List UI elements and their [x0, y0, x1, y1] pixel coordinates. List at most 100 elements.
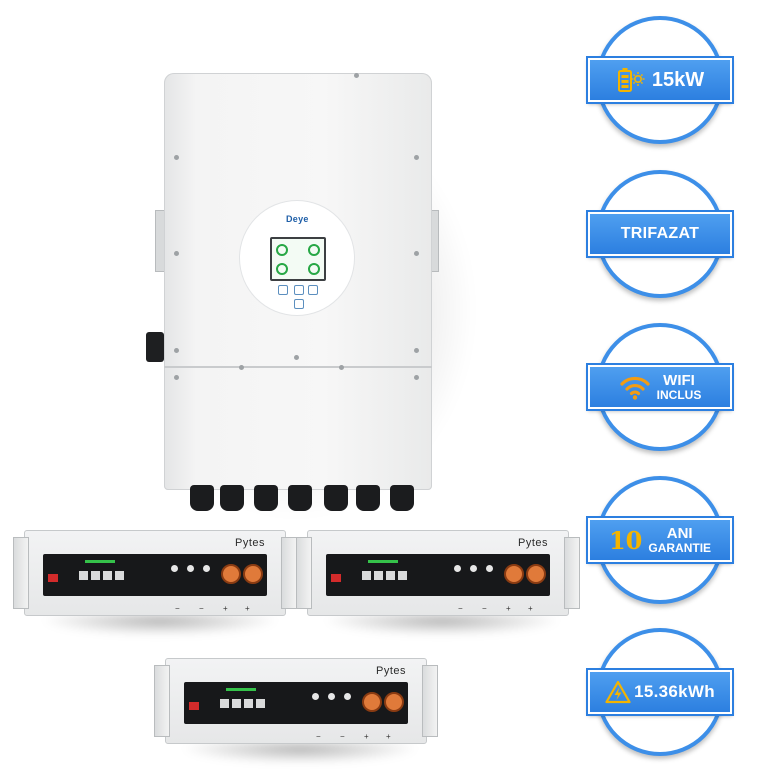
inverter-keys: [278, 285, 318, 311]
battery-brand: Pytes: [375, 665, 406, 677]
screw: [174, 348, 179, 353]
badge-capacity: 15.36kWh: [588, 628, 732, 756]
terminal-label: +: [364, 732, 369, 741]
power-port: [312, 693, 319, 700]
warning-bolt-icon: [605, 680, 631, 704]
battery-module-1: Pytes − − + +: [13, 530, 297, 616]
rack-ear-right: [422, 665, 438, 737]
battery-module-2: Pytes − − + +: [296, 530, 580, 616]
terminal-label: −: [175, 604, 180, 613]
terminal-label: +: [506, 604, 511, 613]
battery-terminal: [362, 692, 382, 712]
screw: [414, 155, 419, 160]
screw: [354, 73, 359, 78]
power-port: [328, 693, 335, 700]
inverter-brand: Deye: [286, 214, 309, 224]
terminal-label: −: [458, 604, 463, 613]
screw: [294, 355, 299, 360]
badge-wifi-text: WIFI INCLUS: [657, 373, 702, 401]
screw: [339, 365, 344, 370]
cable-gland: [288, 485, 312, 511]
screw: [174, 251, 179, 256]
lcd-gauge: [308, 244, 320, 256]
battery-front-panel: [43, 554, 267, 596]
screw: [414, 375, 419, 380]
badge-wifi-line2: INCLUS: [656, 387, 702, 402]
battery-terminal: [384, 692, 404, 712]
badge-phase-label: TRIFAZAT: [588, 212, 732, 256]
badge-power: 15kW: [588, 16, 732, 144]
hybrid-inverter: Deye: [164, 73, 432, 490]
battery-led-bar: [226, 688, 256, 691]
rack-ear-right: [281, 537, 297, 609]
comm-port: [386, 571, 395, 580]
battery-brand: Pytes: [234, 537, 265, 549]
badge-power-text: 15kW: [651, 68, 705, 91]
screw: [414, 348, 419, 353]
badge-warranty-line1: ANI: [666, 524, 693, 542]
rack-ear-left: [296, 537, 312, 609]
lcd-gauge: [276, 263, 288, 275]
terminal-label: −: [482, 604, 487, 613]
comm-port: [362, 571, 371, 580]
comm-port: [103, 571, 112, 580]
battery-terminal: [526, 564, 546, 584]
lcd-gauge: [276, 244, 288, 256]
comm-port: [232, 699, 241, 708]
terminal-label: −: [199, 604, 204, 613]
battery-brand: Pytes: [517, 537, 548, 549]
screw: [414, 251, 419, 256]
badge-warranty-number: 10: [608, 525, 643, 555]
comm-port: [91, 571, 100, 580]
comm-port: [256, 699, 265, 708]
inverter-seam: [164, 366, 432, 368]
power-port: [486, 565, 493, 572]
inverter-key: [278, 285, 288, 295]
badge-capacity-label: 15.36kWh: [588, 670, 732, 714]
battery-power-switch: [48, 574, 58, 582]
badge-phase: TRIFAZAT: [588, 170, 732, 298]
terminal-label: −: [316, 732, 321, 741]
battery-shadow: [40, 614, 280, 636]
dc-switch-knob: [146, 332, 164, 362]
badge-wifi-label: WIFI INCLUS: [588, 365, 732, 409]
comm-port: [115, 571, 124, 580]
inverter-key: [294, 285, 304, 295]
badge-power-label: 15kW: [588, 58, 732, 102]
screw: [239, 365, 244, 370]
cable-gland: [324, 485, 348, 511]
inverter-display-disc: Deye: [240, 201, 354, 315]
battery-shadow: [322, 614, 562, 636]
rack-ear-right: [564, 537, 580, 609]
power-port: [454, 565, 461, 572]
screw: [174, 375, 179, 380]
battery-sun-icon: [616, 65, 646, 95]
cable-gland: [220, 485, 244, 511]
terminal-label: +: [245, 604, 250, 613]
power-port: [344, 693, 351, 700]
battery-terminal: [504, 564, 524, 584]
badge-wifi-line1: WIFI: [663, 371, 695, 389]
badge-warranty: 10 ANI GARANTIE: [588, 476, 732, 604]
battery-led-bar: [85, 560, 115, 563]
lcd-gauge: [308, 263, 320, 275]
wifi-icon: [619, 373, 651, 401]
badge-wifi: WIFI INCLUS: [588, 323, 732, 451]
power-port: [470, 565, 477, 572]
battery-terminal: [243, 564, 263, 584]
battery-shadow: [180, 742, 420, 764]
terminal-label: +: [528, 604, 533, 613]
inverter-key: [308, 285, 318, 295]
comm-port: [79, 571, 88, 580]
cable-gland: [390, 485, 414, 511]
cable-gland: [356, 485, 380, 511]
inverter-lcd: [270, 237, 326, 281]
terminal-label: +: [386, 732, 391, 741]
power-port: [187, 565, 194, 572]
comm-port: [374, 571, 383, 580]
terminal-label: −: [340, 732, 345, 741]
power-port: [171, 565, 178, 572]
comm-port: [220, 699, 229, 708]
terminal-label: +: [223, 604, 228, 613]
